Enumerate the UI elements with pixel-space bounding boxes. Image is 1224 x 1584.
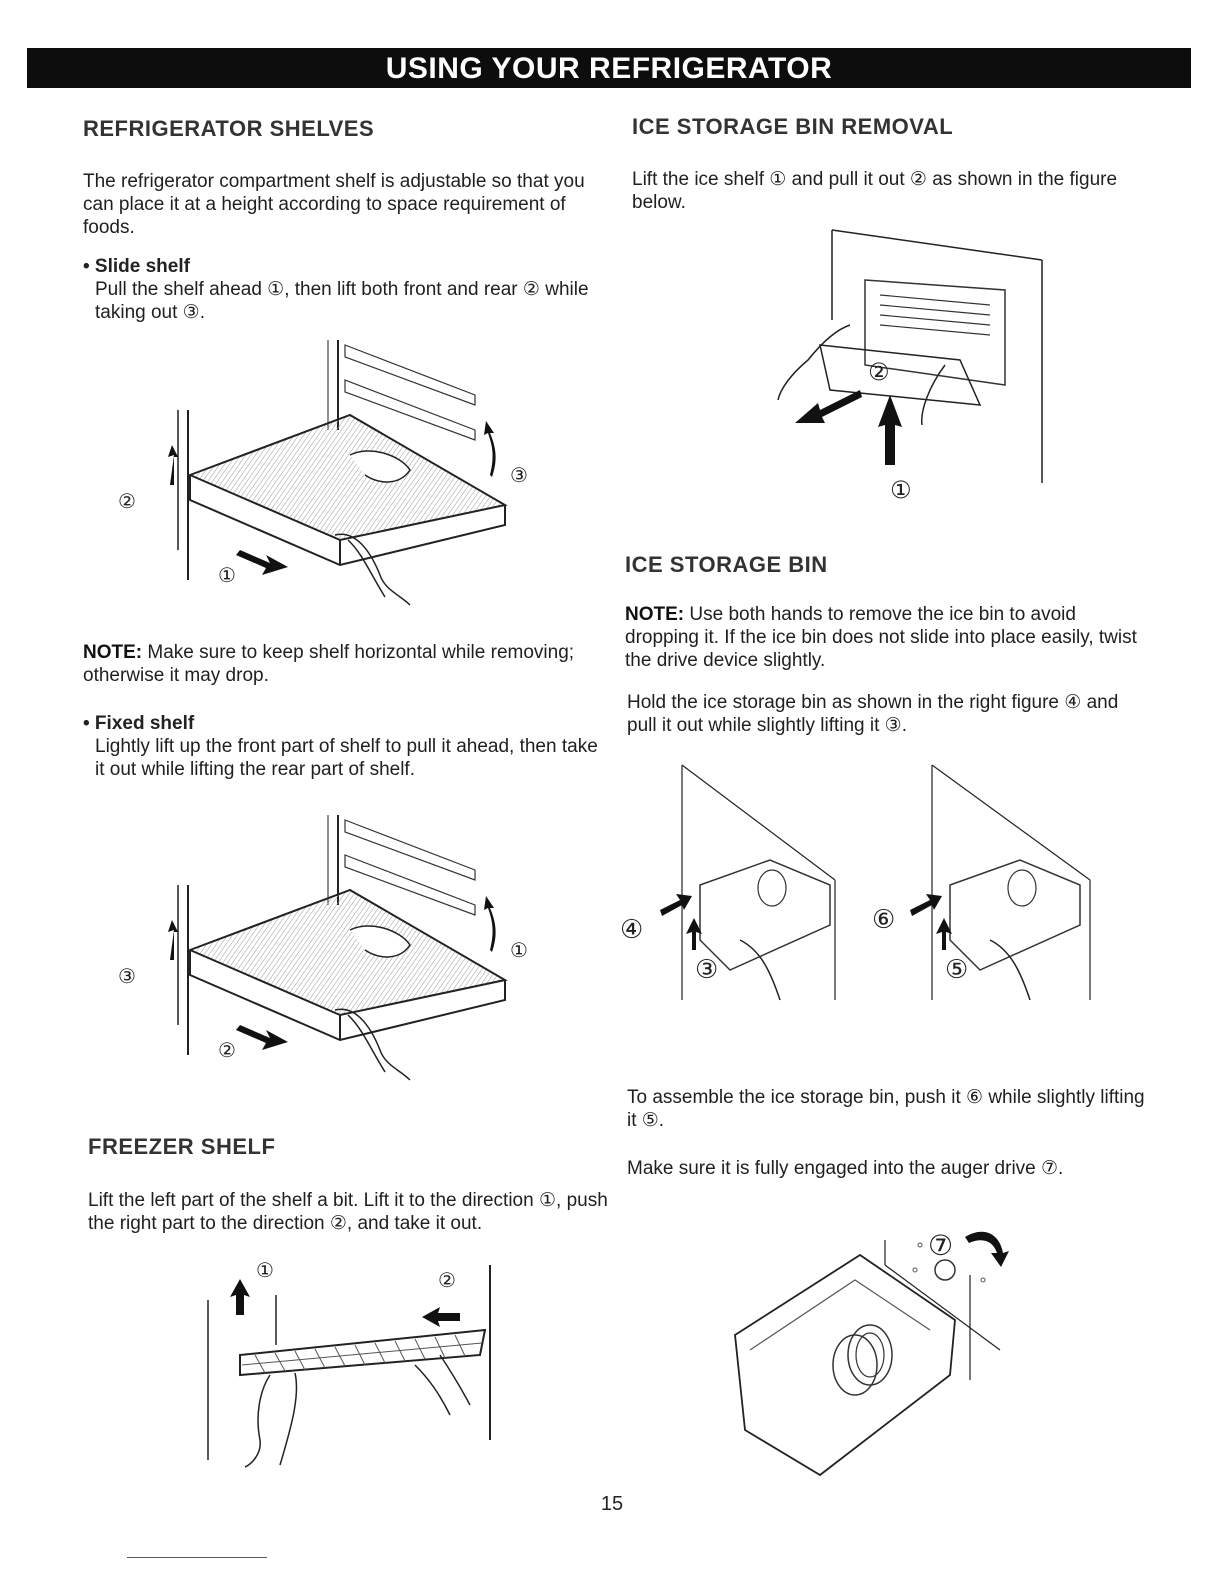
ice-bin-note-label: NOTE:: [625, 604, 685, 625]
freezer-fig-label-1: ①: [256, 1260, 274, 1282]
bin-fig-label-5: ⑤: [945, 954, 968, 984]
removal-fig-label-1: ①: [890, 477, 912, 504]
ice-bin-removal-text: Lift the ice shelf ① and pull it out ② a…: [632, 169, 1118, 213]
freezer-shelf-text: Lift the left part of the shelf a bit. L…: [88, 1190, 608, 1234]
ice-bin-pair-figure: ④ ③ ⑥ ⑤: [620, 764, 1091, 1001]
slide-shelf-figure: ② ③ ①: [118, 340, 528, 606]
bin-fig-label-6: ⑥: [872, 904, 895, 934]
slide-shelf-text: Pull the shelf ahead ①, then lift both f…: [95, 279, 589, 323]
bin-fig-label-4: ④: [620, 914, 643, 944]
footer-divider: [127, 1557, 267, 1558]
freezer-fig-label-2: ②: [438, 1270, 456, 1292]
fixed-shelf-text: Lightly lift up the front part of shelf …: [95, 736, 598, 780]
bin-fig-label-3: ③: [695, 954, 718, 984]
ice-bin-engage-text: Make sure it is fully engaged into the a…: [627, 1158, 1064, 1179]
fixed-shelf-block: • Fixed shelf Lightly lift up the front …: [83, 712, 603, 781]
fixed-shelf-figure: ③ ① ②: [118, 815, 528, 1081]
fig1-label-2: ②: [118, 491, 136, 513]
ice-bin-note-text: Use both hands to remove the ice bin to …: [625, 604, 1137, 671]
fig2-label-1: ①: [510, 940, 528, 962]
page-number: 15: [600, 1493, 624, 1515]
ice-bin-removal-heading: ICE STORAGE BIN REMOVAL: [632, 114, 954, 139]
ice-storage-bin-heading: ICE STORAGE BIN: [625, 552, 828, 577]
slide-shelf-title: • Slide shelf: [83, 256, 190, 277]
note-label: NOTE:: [83, 642, 143, 663]
ice-bin-assemble-text: To assemble the ice storage bin, push it…: [627, 1087, 1145, 1131]
note-text: Make sure to keep shelf horizontal while…: [83, 642, 575, 686]
ice-bin-note: NOTE: Use both hands to remove the ice b…: [625, 603, 1145, 672]
freezer-shelf-heading: FREEZER SHELF: [88, 1134, 276, 1159]
slide-shelf-block: • Slide shelf Pull the shelf ahead ①, th…: [83, 255, 593, 324]
removal-fig-label-2: ②: [868, 359, 890, 386]
freezer-shelf-figure: ① ②: [207, 1260, 491, 1468]
fig2-label-2: ②: [218, 1040, 236, 1062]
ice-bin-hold-text: Hold the ice storage bin as shown in the…: [627, 692, 1119, 736]
auger-drive-figure: ⑦: [734, 1230, 1009, 1477]
shelves-intro: The refrigerator compartment shelf is ad…: [83, 171, 585, 238]
auger-fig-label-7: ⑦: [928, 1230, 953, 1261]
page-banner: USING YOUR REFRIGERATOR: [27, 48, 1191, 88]
ice-bin-removal-figure: ② ①: [777, 229, 1043, 504]
fixed-shelf-title: • Fixed shelf: [83, 713, 195, 734]
refrigerator-shelves-heading: REFRIGERATOR SHELVES: [83, 116, 375, 141]
fig2-label-3: ③: [118, 966, 136, 988]
fig1-label-1: ①: [218, 565, 236, 587]
fig1-label-3: ③: [510, 465, 528, 487]
shelves-note: NOTE: Make sure to keep shelf horizontal…: [83, 641, 583, 687]
